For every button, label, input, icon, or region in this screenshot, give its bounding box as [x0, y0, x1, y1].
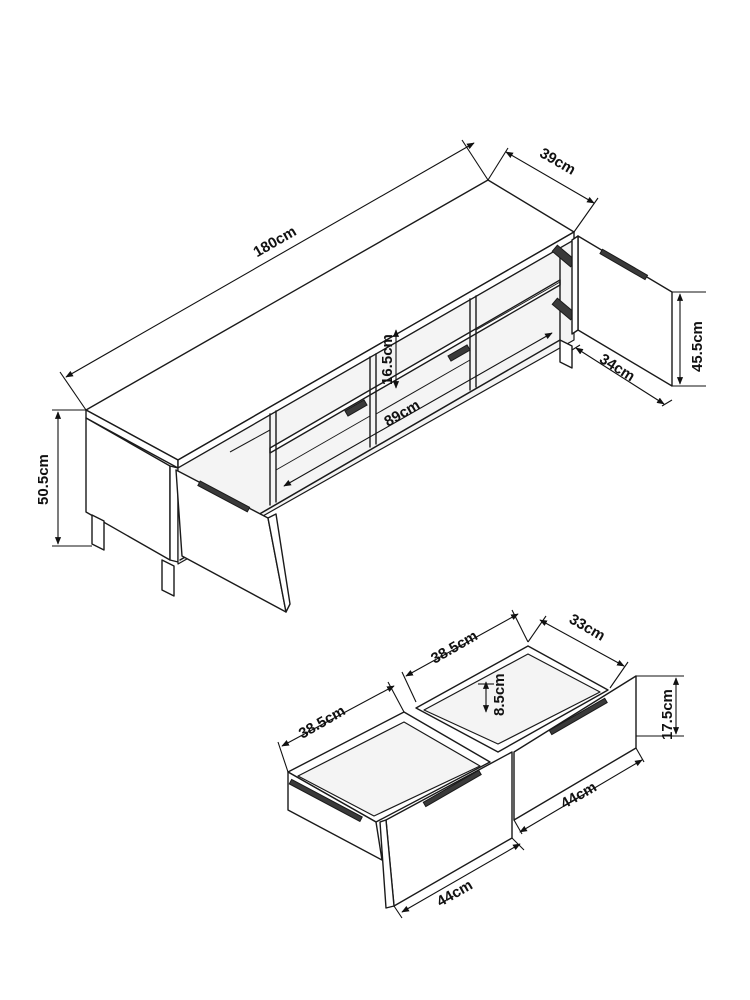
dim-label-length: 180cm [251, 223, 300, 261]
dim-line-right-drawer-front [519, 759, 643, 833]
dim-label-drawer-inner-height: 8.5cm [491, 673, 508, 716]
dim-line-left-drawer-width [281, 685, 395, 747]
left-door-edge [267, 513, 291, 613]
drawer-handle-icon [548, 697, 608, 736]
leg-front-left [91, 514, 105, 551]
dim-line-left-drawer-front [401, 843, 521, 913]
dim-line-compartment-width [283, 332, 553, 487]
tv-unit [85, 179, 673, 613]
leg-front-mid [161, 559, 175, 597]
inner-shelf-line-4 [475, 281, 561, 331]
leg-back-right [559, 339, 573, 369]
tv-unit-dimensions: 180cm 39cm 50.5cm 45.5cm 34cm 16.5cm 89c… [35, 139, 706, 547]
dim-line-length [65, 142, 475, 378]
dim-label-height: 50.5cm [35, 454, 52, 505]
dim-label-drawer-height: 17.5cm [659, 689, 676, 740]
right-door-edge [571, 235, 579, 335]
dim-label-door-height: 45.5cm [689, 321, 706, 372]
dim-line-depth [505, 151, 595, 204]
dim-line-door-width [575, 347, 665, 405]
drawer-runner-icon [288, 778, 363, 823]
door-handle-icon [599, 248, 649, 281]
dim-line-right-drawer-width [405, 613, 519, 677]
dim-label-shelf-height: 16.5cm [379, 334, 396, 385]
dim-line-drawer-depth [539, 619, 625, 667]
inner-shelf-line-1 [229, 429, 271, 453]
drawer-handle-icon [422, 769, 482, 808]
dim-label-left-drawer-width: 38.5cm [296, 702, 349, 742]
dim-label-right-drawer-width: 38.5cm [428, 627, 481, 667]
door-handle-icon [197, 480, 251, 513]
dim-label-drawer-depth: 33cm [566, 611, 608, 645]
